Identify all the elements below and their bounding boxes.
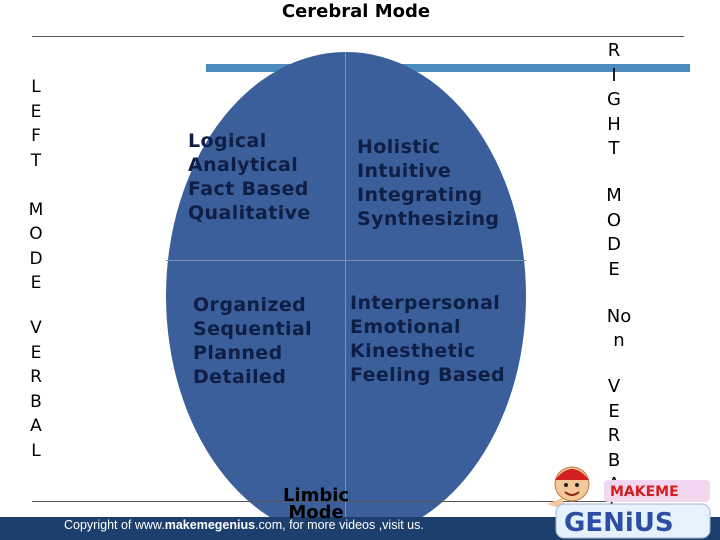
letter: G: [607, 89, 621, 110]
quadrant-item: Logical: [188, 130, 267, 152]
quadrant-item: Feeling Based: [350, 364, 506, 386]
copyright-brand: makemegenius: [164, 518, 256, 532]
quadrant-item: Emotional: [350, 316, 461, 338]
logo-word: GENiUS: [564, 508, 674, 538]
right-mode-label: M O D E: [603, 184, 625, 282]
letter: D: [29, 248, 43, 269]
top-divider: [32, 36, 684, 37]
quadrant-item: Kinesthetic: [350, 340, 476, 362]
quadrant-item: Holistic: [357, 136, 441, 158]
left-mode-label: L E F T M O D E: [25, 75, 47, 296]
quadrant-bottom-left: Organized Sequential Planned Detailed: [193, 293, 312, 389]
letter: E: [608, 400, 620, 422]
letter: I: [611, 64, 617, 86]
copyright-prefix: Copyright of www.: [64, 518, 165, 532]
letter: R: [30, 367, 42, 387]
quadrant-item: Analytical: [188, 154, 299, 176]
copyright-suffix: .com, for more videos ,visit us.: [255, 518, 424, 532]
text-line: n: [613, 330, 625, 351]
letter: B: [607, 449, 621, 471]
letter: T: [608, 138, 620, 159]
limbic-mode-label: Limbic Mode: [256, 484, 376, 525]
quadrant-item: Integrating: [357, 184, 483, 206]
letter: L: [31, 77, 41, 97]
accent-bar: [206, 64, 690, 72]
letter: E: [30, 342, 42, 363]
quadrant-item: Intuitive: [357, 160, 452, 182]
quadrant-item: Fact Based: [188, 178, 309, 200]
page-title: Cerebral Mode: [281, 1, 431, 22]
letter-gap: [25, 173, 47, 198]
letter: M: [606, 185, 622, 206]
brain-circle: [166, 52, 526, 540]
text-line: Mode: [288, 502, 344, 523]
quadrant-item: Sequential: [193, 318, 313, 340]
letter: O: [29, 224, 43, 244]
letter: V: [30, 318, 42, 338]
letter: B: [30, 391, 42, 412]
letter: R: [607, 40, 621, 61]
letter: E: [608, 258, 620, 280]
copyright-text: Copyright of www.makemegenius.com, for m…: [64, 518, 424, 532]
quadrant-item: Qualitative: [188, 202, 311, 224]
letter: D: [607, 234, 621, 255]
quadrant-top-right: Holistic Intuitive Integrating Synthesiz…: [357, 135, 499, 231]
vertical-divider: [345, 52, 346, 540]
makemegenius-logo: MAKEME GENiUS: [547, 466, 711, 539]
letter: L: [31, 440, 41, 461]
letter: T: [30, 150, 42, 171]
letter: F: [31, 126, 41, 146]
quadrant-item: Planned: [193, 342, 283, 364]
right-label: R I G H T: [603, 39, 625, 162]
quadrant-item: Synthesizing: [357, 208, 500, 230]
quadrant-top-left: Logical Analytical Fact Based Qualitativ…: [188, 129, 311, 225]
right-non-label: No n: [597, 305, 641, 353]
logo-text: MAKEME: [610, 484, 679, 500]
letter: H: [607, 113, 621, 135]
letter: R: [607, 425, 621, 446]
letter: M: [28, 199, 44, 220]
quadrant-bottom-right: Interpersonal Emotional Kinesthetic Feel…: [350, 291, 505, 387]
letter: O: [606, 209, 622, 231]
letter: E: [30, 101, 42, 122]
quadrant-item: Organized: [193, 294, 307, 316]
text-line: No: [606, 306, 632, 327]
footer-band: [0, 517, 720, 540]
letter: E: [30, 273, 42, 293]
left-verbal-label: V E R B A L: [25, 316, 47, 463]
quadrant-item: Detailed: [193, 366, 287, 388]
letter: V: [607, 376, 621, 397]
horizontal-divider: [166, 260, 526, 261]
quadrant-item: Interpersonal: [350, 292, 501, 314]
text-line: Limbic: [282, 485, 350, 506]
letter: A: [30, 416, 42, 436]
bottom-divider: [32, 501, 684, 502]
